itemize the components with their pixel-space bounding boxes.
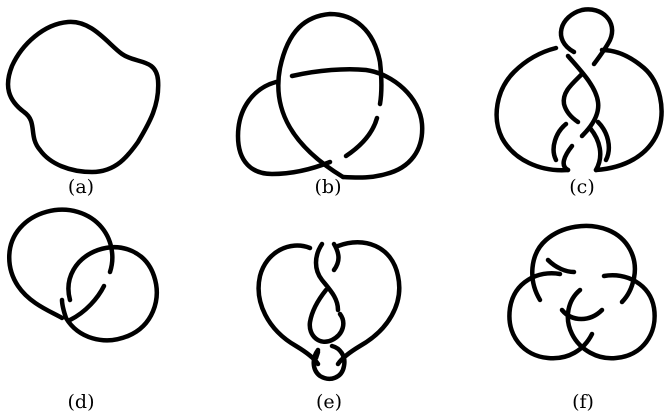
panel-a: (a) bbox=[8, 22, 158, 198]
panel-e: (e) bbox=[259, 242, 400, 413]
knot-f-ring-top bbox=[532, 226, 635, 302]
knot-e-small-tick bbox=[316, 352, 318, 358]
knot-d-hopf-ring-right bbox=[62, 247, 157, 340]
caption-c: (c) bbox=[569, 176, 594, 198]
knot-c-figure8-twist-2 bbox=[568, 56, 598, 136]
panel-b: (b) bbox=[238, 14, 422, 198]
knot-b-trefoil-strand-1 bbox=[278, 14, 381, 177]
knot-b-trefoil-strand-4 bbox=[292, 69, 422, 177]
knot-c-figure8-outer-left bbox=[497, 48, 568, 170]
caption-e: (e) bbox=[316, 391, 342, 413]
knot-b-trefoil-strand-2 bbox=[346, 118, 377, 156]
knot-f-ring-connector bbox=[548, 260, 602, 319]
caption-b: (b) bbox=[315, 176, 342, 198]
caption-a: (a) bbox=[68, 176, 94, 198]
panel-f: (f) bbox=[509, 226, 654, 413]
knot-d-hopf-ring-left-end bbox=[70, 286, 104, 320]
knot-a-unknot bbox=[8, 22, 158, 172]
caption-f: (f) bbox=[572, 391, 594, 413]
panel-c: (c) bbox=[497, 9, 662, 198]
knot-e-left-lobe bbox=[259, 246, 318, 364]
caption-d: (d) bbox=[68, 391, 95, 413]
knot-c-figure8-twist-1 bbox=[564, 74, 582, 122]
knot-c-figure8-outer-right bbox=[596, 50, 662, 170]
panel-d: (d) bbox=[9, 210, 156, 413]
knot-e-right-lobe bbox=[338, 242, 399, 364]
